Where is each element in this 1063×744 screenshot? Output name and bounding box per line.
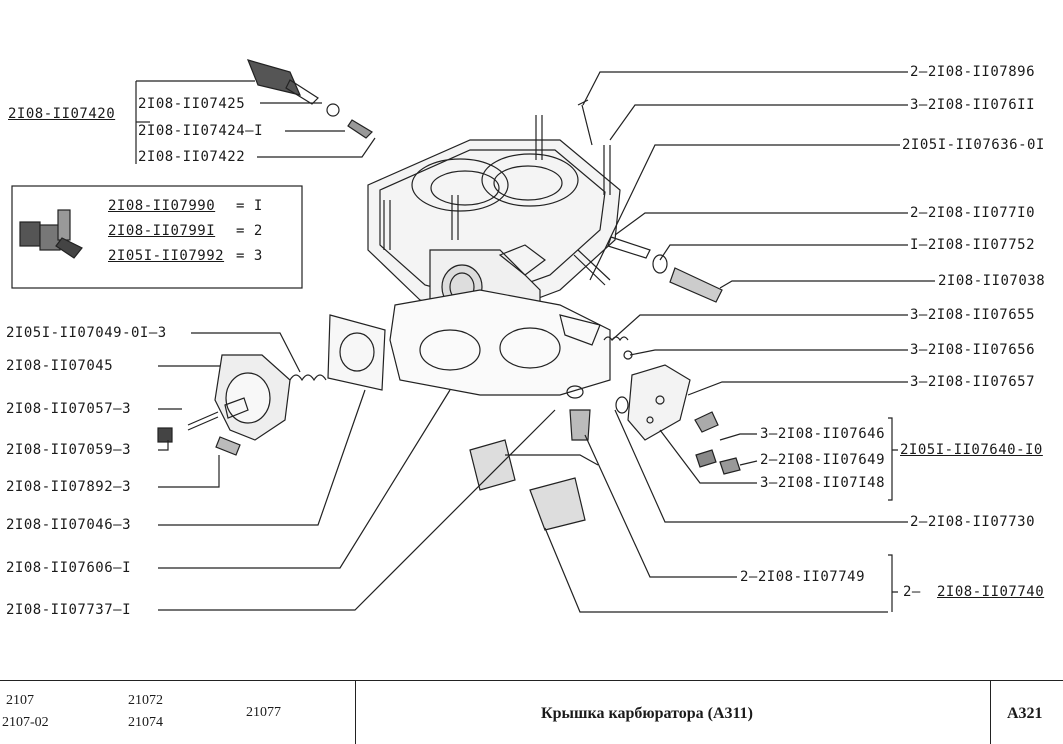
part-label-07038: 2I08-II07038 bbox=[938, 273, 1046, 289]
diagram-drawing bbox=[11, 59, 935, 613]
part-label-07424: 2I08-II07424—I bbox=[138, 123, 264, 139]
sheet-title: Крышка карбюратора (А311) bbox=[541, 705, 753, 722]
title-cell: Крышка карбюратора (А311) bbox=[355, 681, 991, 744]
inset-qty-07990: = I bbox=[236, 198, 263, 214]
part-label-07420: 2I08-II07420 bbox=[8, 106, 116, 122]
part-label-07892: 2I08-II07892—3 bbox=[6, 479, 132, 495]
part-label-07657: 3—2I08-II07657 bbox=[910, 374, 1036, 390]
part-label-07057: 2I08-II07057—3 bbox=[6, 401, 132, 417]
sheet-code: А321 bbox=[1007, 705, 1043, 722]
model-2107: 2107 bbox=[6, 693, 34, 708]
part-label-07730: 2—2I08-II07730 bbox=[910, 514, 1036, 530]
inset-qty-07992: = 3 bbox=[236, 248, 263, 264]
part-qty-07740: 2— bbox=[903, 584, 921, 600]
part-label-07655: 3—2I08-II07655 bbox=[910, 307, 1036, 323]
model-2107-02: 2107-02 bbox=[2, 715, 49, 730]
part-label-07646: 3—2I08-II07646 bbox=[760, 426, 886, 442]
part-label-07425: 2I08-II07425 bbox=[138, 96, 246, 112]
inset-label-07990: 2I08-II07990 bbox=[108, 198, 216, 214]
inset-qty-07991: = 2 bbox=[236, 223, 263, 239]
models-cell: 2107 2107-02 21072 21074 21077 bbox=[0, 681, 356, 744]
part-label-07896: 2—2I08-II07896 bbox=[910, 64, 1036, 80]
part-label-07636: 2I05I-II07636-0I bbox=[902, 137, 1045, 153]
inset-label-07992: 2I05I-II07992 bbox=[108, 248, 225, 264]
part-label-07046: 2I08-II07046—3 bbox=[6, 517, 132, 533]
part-label-07422: 2I08-II07422 bbox=[138, 149, 246, 165]
exploded-parts-diagram: 2I08-II07420 2I08-II07425 2I08-II07424—I… bbox=[6, 59, 1046, 618]
part-label-07606: 2I08-II07606—I bbox=[6, 560, 132, 576]
model-21072: 21072 bbox=[128, 693, 163, 708]
part-label-07649: 2—2I08-II07649 bbox=[760, 452, 886, 468]
title-block: 2107 2107-02 21072 21074 21077 Крышка ка… bbox=[0, 680, 1063, 744]
part-label-07045: 2I08-II07045 bbox=[6, 358, 114, 374]
part-label-07737: 2I08-II07737—I bbox=[6, 602, 132, 618]
part-label-07740: 2I08-II07740 bbox=[937, 584, 1045, 600]
part-label-07148: 3—2I08-II07I48 bbox=[760, 475, 886, 491]
part-label-07749: 2—2I08-II07749 bbox=[740, 569, 866, 585]
part-label-07059: 2I08-II07059—3 bbox=[6, 442, 132, 458]
code-cell: А321 bbox=[990, 681, 1063, 744]
model-21074: 21074 bbox=[128, 715, 163, 730]
part-label-07640: 2I05I-II07640-I0 bbox=[900, 442, 1043, 458]
inset-label-07991: 2I08-II0799I bbox=[108, 223, 216, 239]
part-label-07611: 3—2I08-II076II bbox=[910, 97, 1036, 113]
part-label-07752: I—2I08-II07752 bbox=[910, 237, 1036, 253]
part-label-07710: 2—2I08-II077I0 bbox=[910, 205, 1036, 221]
part-label-07656: 3—2I08-II07656 bbox=[910, 342, 1036, 358]
model-21077: 21077 bbox=[246, 705, 281, 720]
part-label-07049: 2I05I-II07049-0I—3 bbox=[6, 325, 167, 341]
